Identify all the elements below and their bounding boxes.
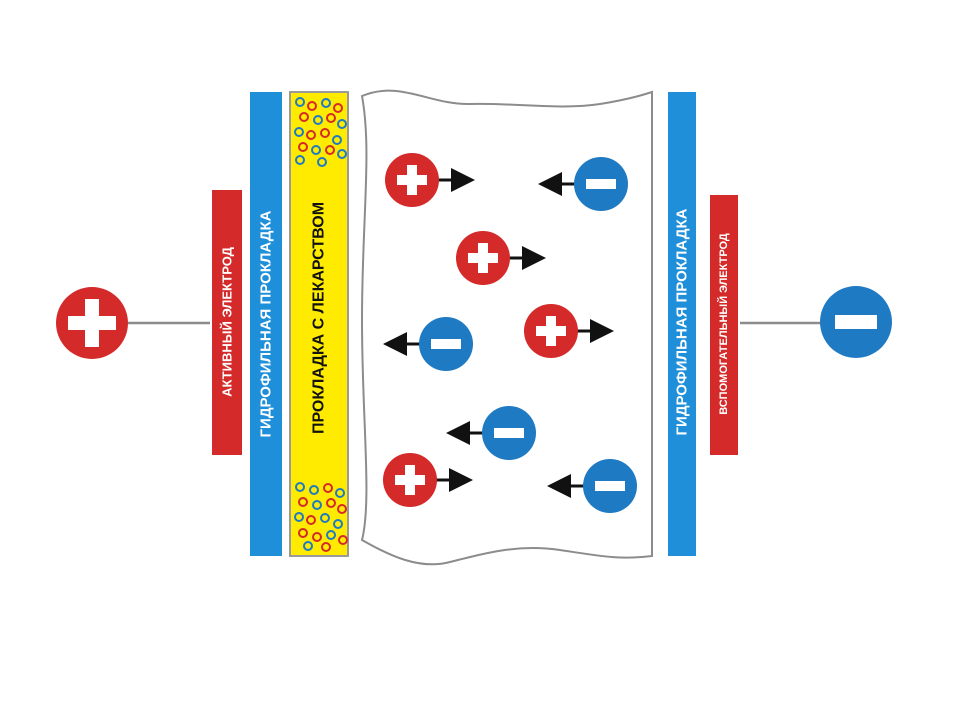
active-electrode-label: АКТИВНЫЙ ЭЛЕКТРОД (220, 246, 235, 397)
drug-molecules-top-icon (294, 97, 347, 167)
hydrophilic-pad-left: ГИДРОФИЛЬНАЯ ПРОКЛАДКА (250, 92, 282, 556)
auxiliary-electrode-label: ВСПОМОГАТЕЛЬНЫЙ ЭЛЕКТРОД (717, 233, 730, 415)
negative-ion-icon (419, 317, 473, 371)
positive-ion-icon (456, 231, 510, 285)
positive-ion-icon (385, 153, 439, 207)
hydrophilic-pad-right-label: ГИДРОФИЛЬНАЯ ПРОКЛАДКА (674, 208, 691, 435)
negative-ion-icon (583, 459, 637, 513)
auxiliary-electrode: ВСПОМОГАТЕЛЬНЫЙ ЭЛЕКТРОД (710, 195, 738, 455)
drug-molecules-bottom-icon (294, 482, 348, 552)
hydrophilic-pad-right: ГИДРОФИЛЬНАЯ ПРОКЛАДКА (668, 92, 696, 556)
drug-pad-label: ПРОКЛАДКА С ЛЕКАРСТВОМ (311, 202, 328, 434)
negative-terminal-icon (820, 286, 892, 358)
negative-ion-icon (574, 157, 628, 211)
hydrophilic-pad-left-label: ГИДРОФИЛЬНАЯ ПРОКЛАДКА (258, 210, 275, 437)
active-electrode: АКТИВНЫЙ ЭЛЕКТРОД (212, 190, 242, 455)
ions-layer (383, 153, 637, 513)
positive-ion-icon (383, 453, 437, 507)
drug-pad: ПРОКЛАДКА С ЛЕКАРСТВОМ (289, 91, 349, 557)
positive-ion-icon (524, 304, 578, 358)
tissue-region (360, 89, 653, 566)
positive-terminal-icon (56, 287, 128, 359)
negative-ion-icon (482, 406, 536, 460)
